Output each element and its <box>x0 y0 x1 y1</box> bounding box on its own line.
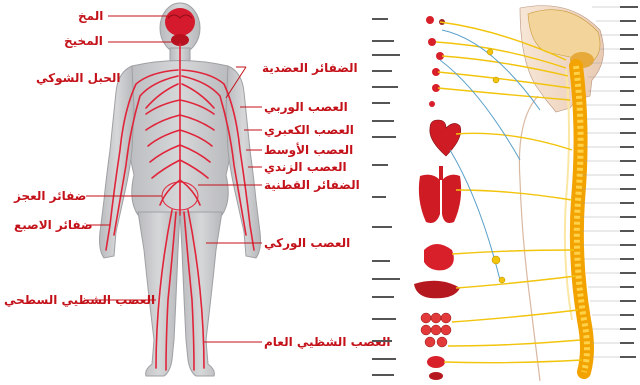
label-digital-plexus: ضفائر الاصبع <box>14 219 93 231</box>
label-muscular-plexus: الضفائر العضدية <box>262 62 358 74</box>
left-caption-stubs <box>372 18 400 376</box>
label-spinal-cord: الحبل الشوكي <box>36 72 121 84</box>
label-sciatic-nerve: العصب الوركي <box>264 237 350 249</box>
label-ulnar2-nerve: العصب الزندي <box>264 161 347 173</box>
label-median-nerve: العصب الأوسط <box>264 144 353 156</box>
autonomic-figure <box>370 0 640 381</box>
label-sacral-plexus: ضفائر العجز <box>14 190 86 202</box>
spinal-column <box>565 66 587 372</box>
label-cerebellum: المخيخ <box>64 35 103 47</box>
autonomic-nervous-system-diagram <box>370 0 640 381</box>
label-radial-nerve: العصب الوربي <box>264 101 348 113</box>
organ-column <box>414 16 461 380</box>
nervous-system-body-diagram: المخ المخيخ الحبل الشوكي الضفائر العضدية… <box>0 0 380 381</box>
ganglia <box>487 49 505 283</box>
label-superficial-peroneal: العصب الشظيي السطحي <box>4 294 155 306</box>
label-ulnar-nerve: العصب الكعبري <box>264 124 354 136</box>
right-caption-stubs <box>620 6 638 358</box>
label-brain: المخ <box>78 10 103 22</box>
label-lumbar-plexus: الضفائر القطنية <box>264 179 360 191</box>
